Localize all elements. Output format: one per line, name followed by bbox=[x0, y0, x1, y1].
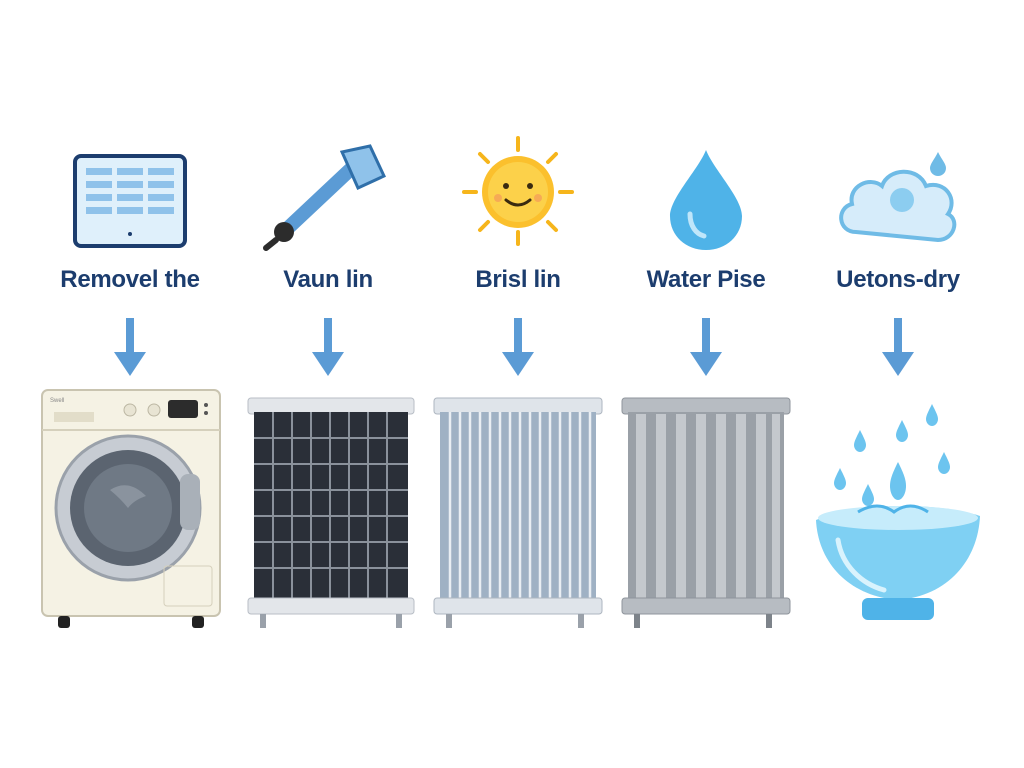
step-4: Water Pise bbox=[606, 0, 806, 768]
machine-brand: Swell bbox=[50, 398, 64, 404]
arrow-down-icon bbox=[882, 318, 914, 376]
smiling-sun-icon bbox=[462, 136, 574, 246]
step-label: Uetons-dry bbox=[836, 266, 960, 293]
washing-machine-icon: Swell bbox=[41, 389, 221, 628]
vacuum-wand-icon bbox=[263, 144, 386, 251]
dark-filter-grille-icon bbox=[247, 397, 415, 628]
step-label: Vaun lin bbox=[283, 266, 373, 293]
gray-filter-grille-icon bbox=[621, 397, 791, 628]
water-drop-icon bbox=[670, 150, 742, 250]
step-2: Vaun lin bbox=[228, 0, 428, 768]
arrow-down-icon bbox=[502, 318, 534, 376]
cloud-drop-icon bbox=[839, 152, 957, 243]
arrow-down-icon bbox=[312, 318, 344, 376]
arrow-down-icon bbox=[690, 318, 722, 376]
step-label: Removel the bbox=[60, 266, 200, 293]
water-bowl-icon bbox=[816, 404, 980, 620]
step-label: Water Pise bbox=[646, 266, 766, 293]
step-3: Brisl lin bbox=[418, 0, 618, 768]
filter-panel-icon bbox=[73, 154, 187, 248]
step-1: Removel the Swell bbox=[30, 0, 230, 768]
mesh-filter-grille-icon bbox=[433, 397, 603, 628]
step-label: Brisl lin bbox=[475, 266, 561, 293]
arrow-down-icon bbox=[114, 318, 146, 376]
step-5: Uetons-dry bbox=[798, 0, 998, 768]
